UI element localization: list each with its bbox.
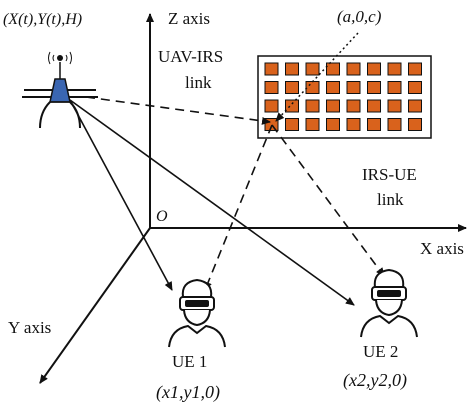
irs-element	[326, 62, 340, 76]
irs-element	[285, 81, 299, 94]
ue1-coord-label: (x1,y1,0)	[156, 382, 220, 403]
z-axis-label: Z axis	[168, 9, 210, 28]
irs-element	[408, 62, 422, 76]
irs-element	[387, 62, 402, 76]
irs-element	[285, 118, 299, 131]
reflected-links	[85, 96, 385, 291]
irs-ue-link-label-line2: link	[377, 190, 404, 209]
irs-element	[387, 81, 402, 94]
irs-element	[387, 99, 402, 113]
ue1-label: UE 1	[172, 352, 207, 371]
irs-element	[285, 99, 299, 113]
irs-element	[408, 99, 422, 113]
uav-irs-link-label-line1: UAV-IRS	[158, 47, 223, 66]
irs-element	[367, 99, 381, 113]
irs-element	[264, 62, 279, 76]
ue2-label: UE 2	[363, 342, 398, 361]
uav-ue1-direct-link	[69, 99, 173, 291]
irs-element	[367, 62, 381, 76]
irs-element-grid	[264, 62, 422, 131]
irs-element	[305, 118, 320, 131]
ue1-vr-user-icon	[168, 278, 226, 348]
irs-position-pointer	[275, 32, 359, 122]
irs-ue-link-label-line1: IRS-UE	[362, 165, 417, 184]
irs-frame	[257, 55, 432, 139]
y-axis	[39, 227, 151, 384]
uav-ue2-direct-link	[69, 99, 355, 306]
irs-element	[346, 99, 361, 113]
irs-element	[326, 99, 340, 113]
irs-element	[346, 118, 361, 131]
irs-element	[408, 118, 422, 131]
ue2-vr-user-icon	[360, 268, 418, 338]
irs-element	[305, 62, 320, 76]
irs-element	[264, 118, 279, 131]
irs-element	[305, 99, 320, 113]
ue2-coord-label: (x2,y2,0)	[343, 370, 407, 391]
irs-element	[326, 81, 340, 94]
irs-element	[285, 62, 299, 76]
irs-element	[367, 118, 381, 131]
irs-element	[264, 81, 279, 94]
uav-irs-link-label-line2: link	[185, 73, 212, 92]
irs-ue1-link	[204, 124, 273, 291]
irs-ue2-link	[271, 124, 385, 277]
direct-links	[69, 99, 355, 306]
irs-element	[305, 81, 320, 94]
irs-panel	[257, 55, 432, 139]
irs-position-label: (a,0,c)	[337, 7, 382, 26]
irs-element	[346, 81, 361, 94]
y-axis-label: Y axis	[8, 318, 51, 337]
irs-element	[367, 81, 381, 94]
x-axis-label: X axis	[420, 239, 464, 258]
uav-icon	[22, 51, 98, 129]
irs-element	[408, 81, 422, 94]
uav-irs-link	[85, 96, 271, 125]
irs-element	[387, 118, 402, 131]
irs-element	[346, 62, 361, 76]
coordinate-axes	[39, 13, 467, 384]
irs-element	[264, 99, 279, 113]
origin-label: O	[156, 208, 168, 225]
uav-position-label: (X(t),Y(t),H)	[3, 11, 82, 28]
irs-element	[326, 118, 340, 131]
